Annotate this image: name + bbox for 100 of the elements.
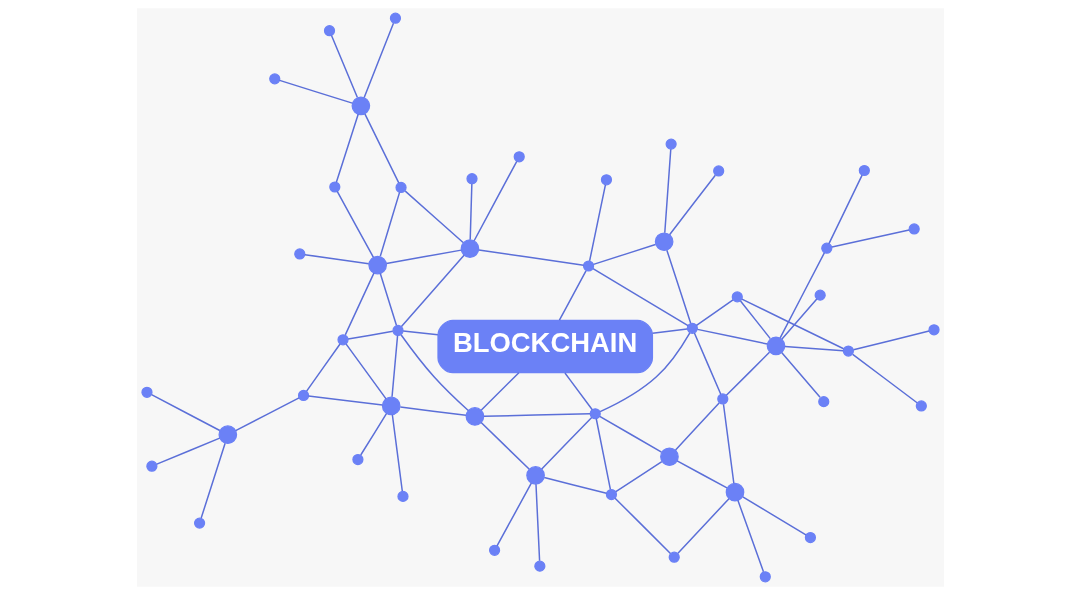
connector [330, 34, 358, 98]
node-circle [391, 324, 404, 337]
connector [362, 22, 394, 99]
connector [480, 372, 520, 411]
node-circle [513, 151, 525, 163]
connector [344, 272, 375, 336]
node-circle [759, 571, 771, 583]
node-circle [293, 248, 305, 260]
connector [278, 79, 353, 104]
node-circle [488, 544, 500, 556]
node-circle [389, 12, 401, 24]
connector [404, 190, 464, 244]
connector [852, 330, 930, 351]
connector [400, 254, 465, 328]
node-circle [686, 322, 698, 334]
node-circle [600, 174, 612, 186]
node-circle [858, 164, 870, 177]
connector [335, 113, 359, 183]
node-circle [589, 408, 601, 420]
node-circle [817, 396, 829, 408]
connector [468, 183, 473, 241]
connector [739, 300, 771, 340]
connector [390, 334, 398, 398]
connector [588, 184, 606, 262]
connector [363, 113, 399, 184]
node-circle [465, 407, 484, 426]
connector [676, 497, 730, 554]
connector [614, 460, 663, 493]
connector [391, 414, 403, 492]
node-circle [367, 255, 387, 275]
connector [359, 412, 387, 456]
connector [830, 229, 910, 248]
connector [534, 483, 540, 562]
node-circle [654, 232, 673, 252]
connector [780, 298, 818, 340]
connector [778, 252, 825, 339]
node-circle [396, 490, 409, 502]
connector [155, 437, 220, 465]
node-circle [297, 389, 309, 402]
connector [591, 267, 689, 327]
connector [693, 332, 722, 396]
connector [675, 460, 728, 489]
connector [543, 476, 607, 495]
node-circle [351, 96, 370, 116]
connector [150, 393, 220, 432]
connector [725, 351, 770, 397]
connector [385, 249, 462, 265]
connector [827, 174, 863, 245]
connector [598, 332, 691, 413]
connector [401, 330, 439, 336]
node-circle [842, 345, 854, 357]
connector [696, 328, 768, 345]
connector [598, 415, 662, 453]
node-circle [460, 239, 479, 258]
connector [740, 298, 844, 350]
connector [199, 442, 226, 519]
node-circle [814, 289, 826, 301]
node-circle [140, 386, 153, 398]
connector [234, 397, 300, 432]
node-circle [659, 447, 679, 467]
node-circle [908, 223, 920, 235]
connector [663, 148, 671, 234]
node-circle [193, 517, 205, 529]
connector [305, 343, 341, 392]
connector [379, 191, 400, 257]
node-circle [268, 73, 280, 85]
connector [592, 243, 656, 266]
connector [668, 174, 716, 236]
node-circle [915, 400, 927, 412]
connector [472, 160, 517, 242]
node-circle [336, 334, 349, 346]
node-circle [712, 165, 724, 177]
node-circle [605, 488, 617, 501]
node-circle [381, 396, 401, 416]
node-circle [725, 482, 744, 502]
node-circle [582, 260, 594, 272]
connector [479, 421, 530, 470]
connector [495, 482, 532, 547]
connector [482, 413, 591, 417]
connector [695, 299, 734, 327]
connector [558, 270, 587, 321]
connector [674, 402, 720, 451]
node-box: BLOCKCHAIN [436, 319, 653, 374]
connector [307, 395, 383, 406]
node-circle [820, 242, 832, 254]
node-circle [668, 551, 680, 563]
connector [344, 343, 387, 400]
node-circle [731, 291, 743, 303]
connector [736, 499, 764, 573]
node-circle [716, 393, 728, 405]
node-circle [394, 181, 407, 194]
connector [741, 496, 807, 536]
connector [399, 334, 469, 412]
connector [379, 272, 397, 327]
connector [722, 403, 735, 484]
connector [336, 190, 374, 258]
connector [346, 330, 394, 340]
node-circle [217, 425, 237, 445]
connector [595, 418, 611, 491]
connector [783, 345, 844, 352]
